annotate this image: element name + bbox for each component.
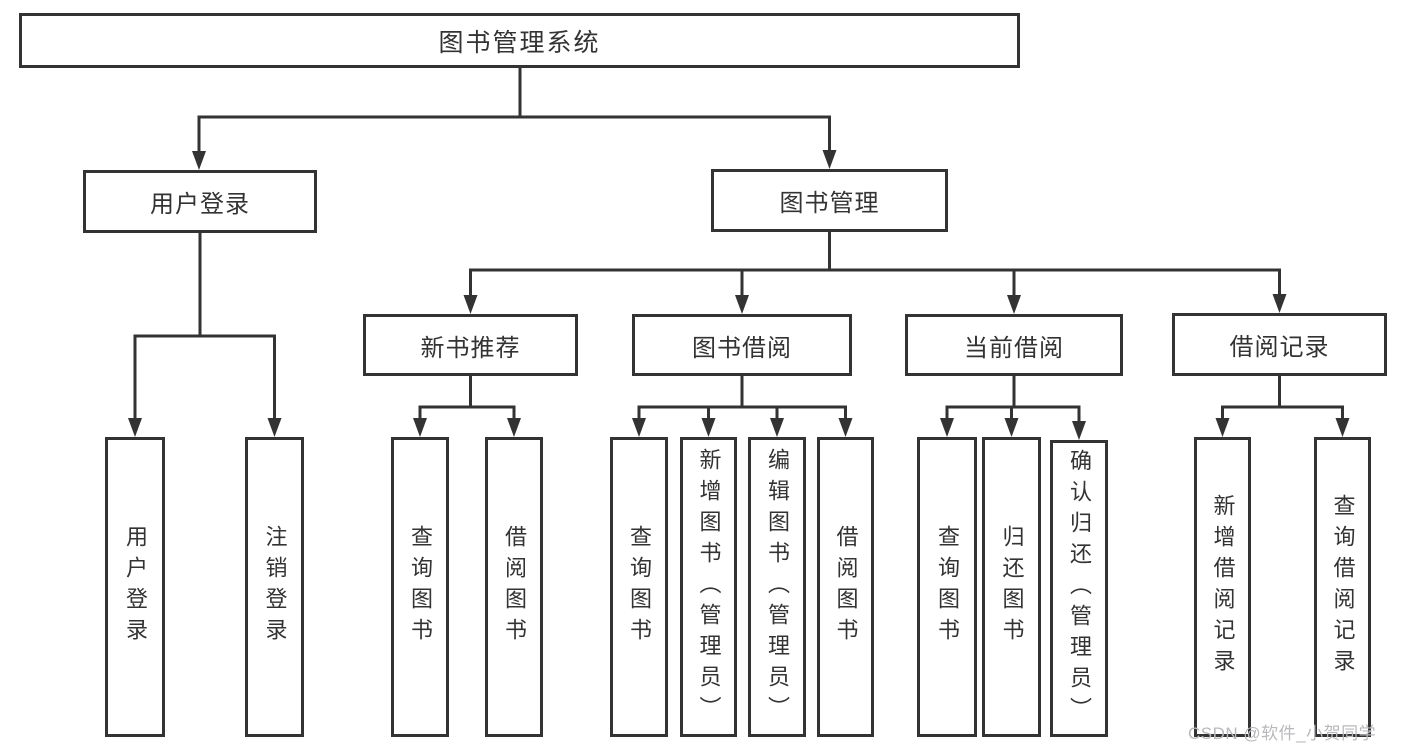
arrowheads-current-borrowing — [940, 418, 1086, 440]
node-user-login: 用户登录 — [83, 170, 317, 233]
node-label: 图书管理 — [779, 190, 880, 217]
node-label: 查询借阅记录 — [1330, 494, 1356, 680]
node-label: 图书管理系统 — [438, 28, 601, 57]
leaf-query-books-borrowing: 查询图书 — [610, 437, 668, 737]
node-borrowing-records: 借阅记录 — [1172, 313, 1387, 376]
arrowheads-level2 — [192, 150, 837, 170]
node-new-book-recommend: 新书推荐 — [363, 314, 578, 376]
connector-book-borrowing-to-leaves — [637, 375, 847, 420]
leaf-edit-books-admin: 编辑图书（管理员） — [748, 437, 806, 737]
leaf-logout: 注销登录 — [245, 437, 304, 737]
node-label: 注销登录 — [262, 525, 288, 649]
node-label: 查询图书 — [408, 525, 433, 649]
arrowheads-user-login — [128, 418, 282, 437]
leaf-query-books-current: 查询图书 — [917, 437, 977, 737]
node-label: 借阅图书 — [502, 525, 527, 649]
node-label: 用户登录 — [150, 191, 250, 218]
node-label: 新增图书（管理员） — [696, 447, 722, 727]
leaf-borrow-books-recommend: 借阅图书 — [485, 437, 543, 737]
node-label: 查询图书 — [627, 525, 652, 649]
leaf-add-books-admin: 新增图书（管理员） — [680, 437, 737, 737]
arrowheads-book-borrowing — [632, 418, 853, 437]
connector-root-to-level2 — [197, 66, 831, 153]
leaf-borrow-books-borrowing: 借阅图书 — [817, 437, 874, 737]
node-label: 归还图书 — [999, 525, 1025, 649]
node-book-management: 图书管理 — [711, 169, 948, 232]
leaf-user-login: 用户登录 — [105, 437, 165, 737]
leaf-query-books-recommend: 查询图书 — [391, 437, 449, 737]
node-current-borrowing: 当前借阅 — [905, 314, 1123, 376]
leaf-return-books: 归还图书 — [982, 437, 1041, 737]
connector-borrow-records-to-leaves — [1221, 374, 1344, 420]
node-label: 借阅记录 — [1229, 334, 1330, 361]
leaf-add-borrow-record: 新增借阅记录 — [1194, 437, 1251, 737]
node-label: 新书推荐 — [420, 334, 521, 362]
arrowheads-new-books — [413, 418, 521, 437]
arrowheads-borrow-records — [1215, 418, 1350, 437]
arrowheads-level3 — [463, 294, 1287, 314]
watermark: CSDN @软件_小贺同学 — [1188, 724, 1377, 743]
connector-book-mgmt-to-level3 — [469, 231, 1281, 297]
node-label: 借阅图书 — [833, 525, 859, 649]
connector-new-books-to-leaves — [418, 375, 516, 420]
connector-current-borrowing-to-leaves — [945, 375, 1081, 423]
node-label: 查询图书 — [935, 525, 960, 649]
node-label: 图书借阅 — [692, 334, 792, 362]
node-library-system: 图书管理系统 — [19, 13, 1020, 68]
node-label: 确认归还（管理员） — [1067, 449, 1092, 728]
node-label: 当前借阅 — [964, 334, 1064, 362]
node-label: 用户登录 — [123, 525, 148, 649]
node-book-borrowing: 图书借阅 — [632, 314, 852, 376]
connector-user-login-to-leaves — [133, 232, 276, 420]
leaf-query-borrow-record: 查询借阅记录 — [1314, 437, 1371, 737]
node-label: 编辑图书（管理员） — [765, 447, 790, 727]
leaf-confirm-return-admin: 确认归还（管理员） — [1050, 440, 1108, 737]
node-label: 新增借阅记录 — [1210, 494, 1236, 680]
